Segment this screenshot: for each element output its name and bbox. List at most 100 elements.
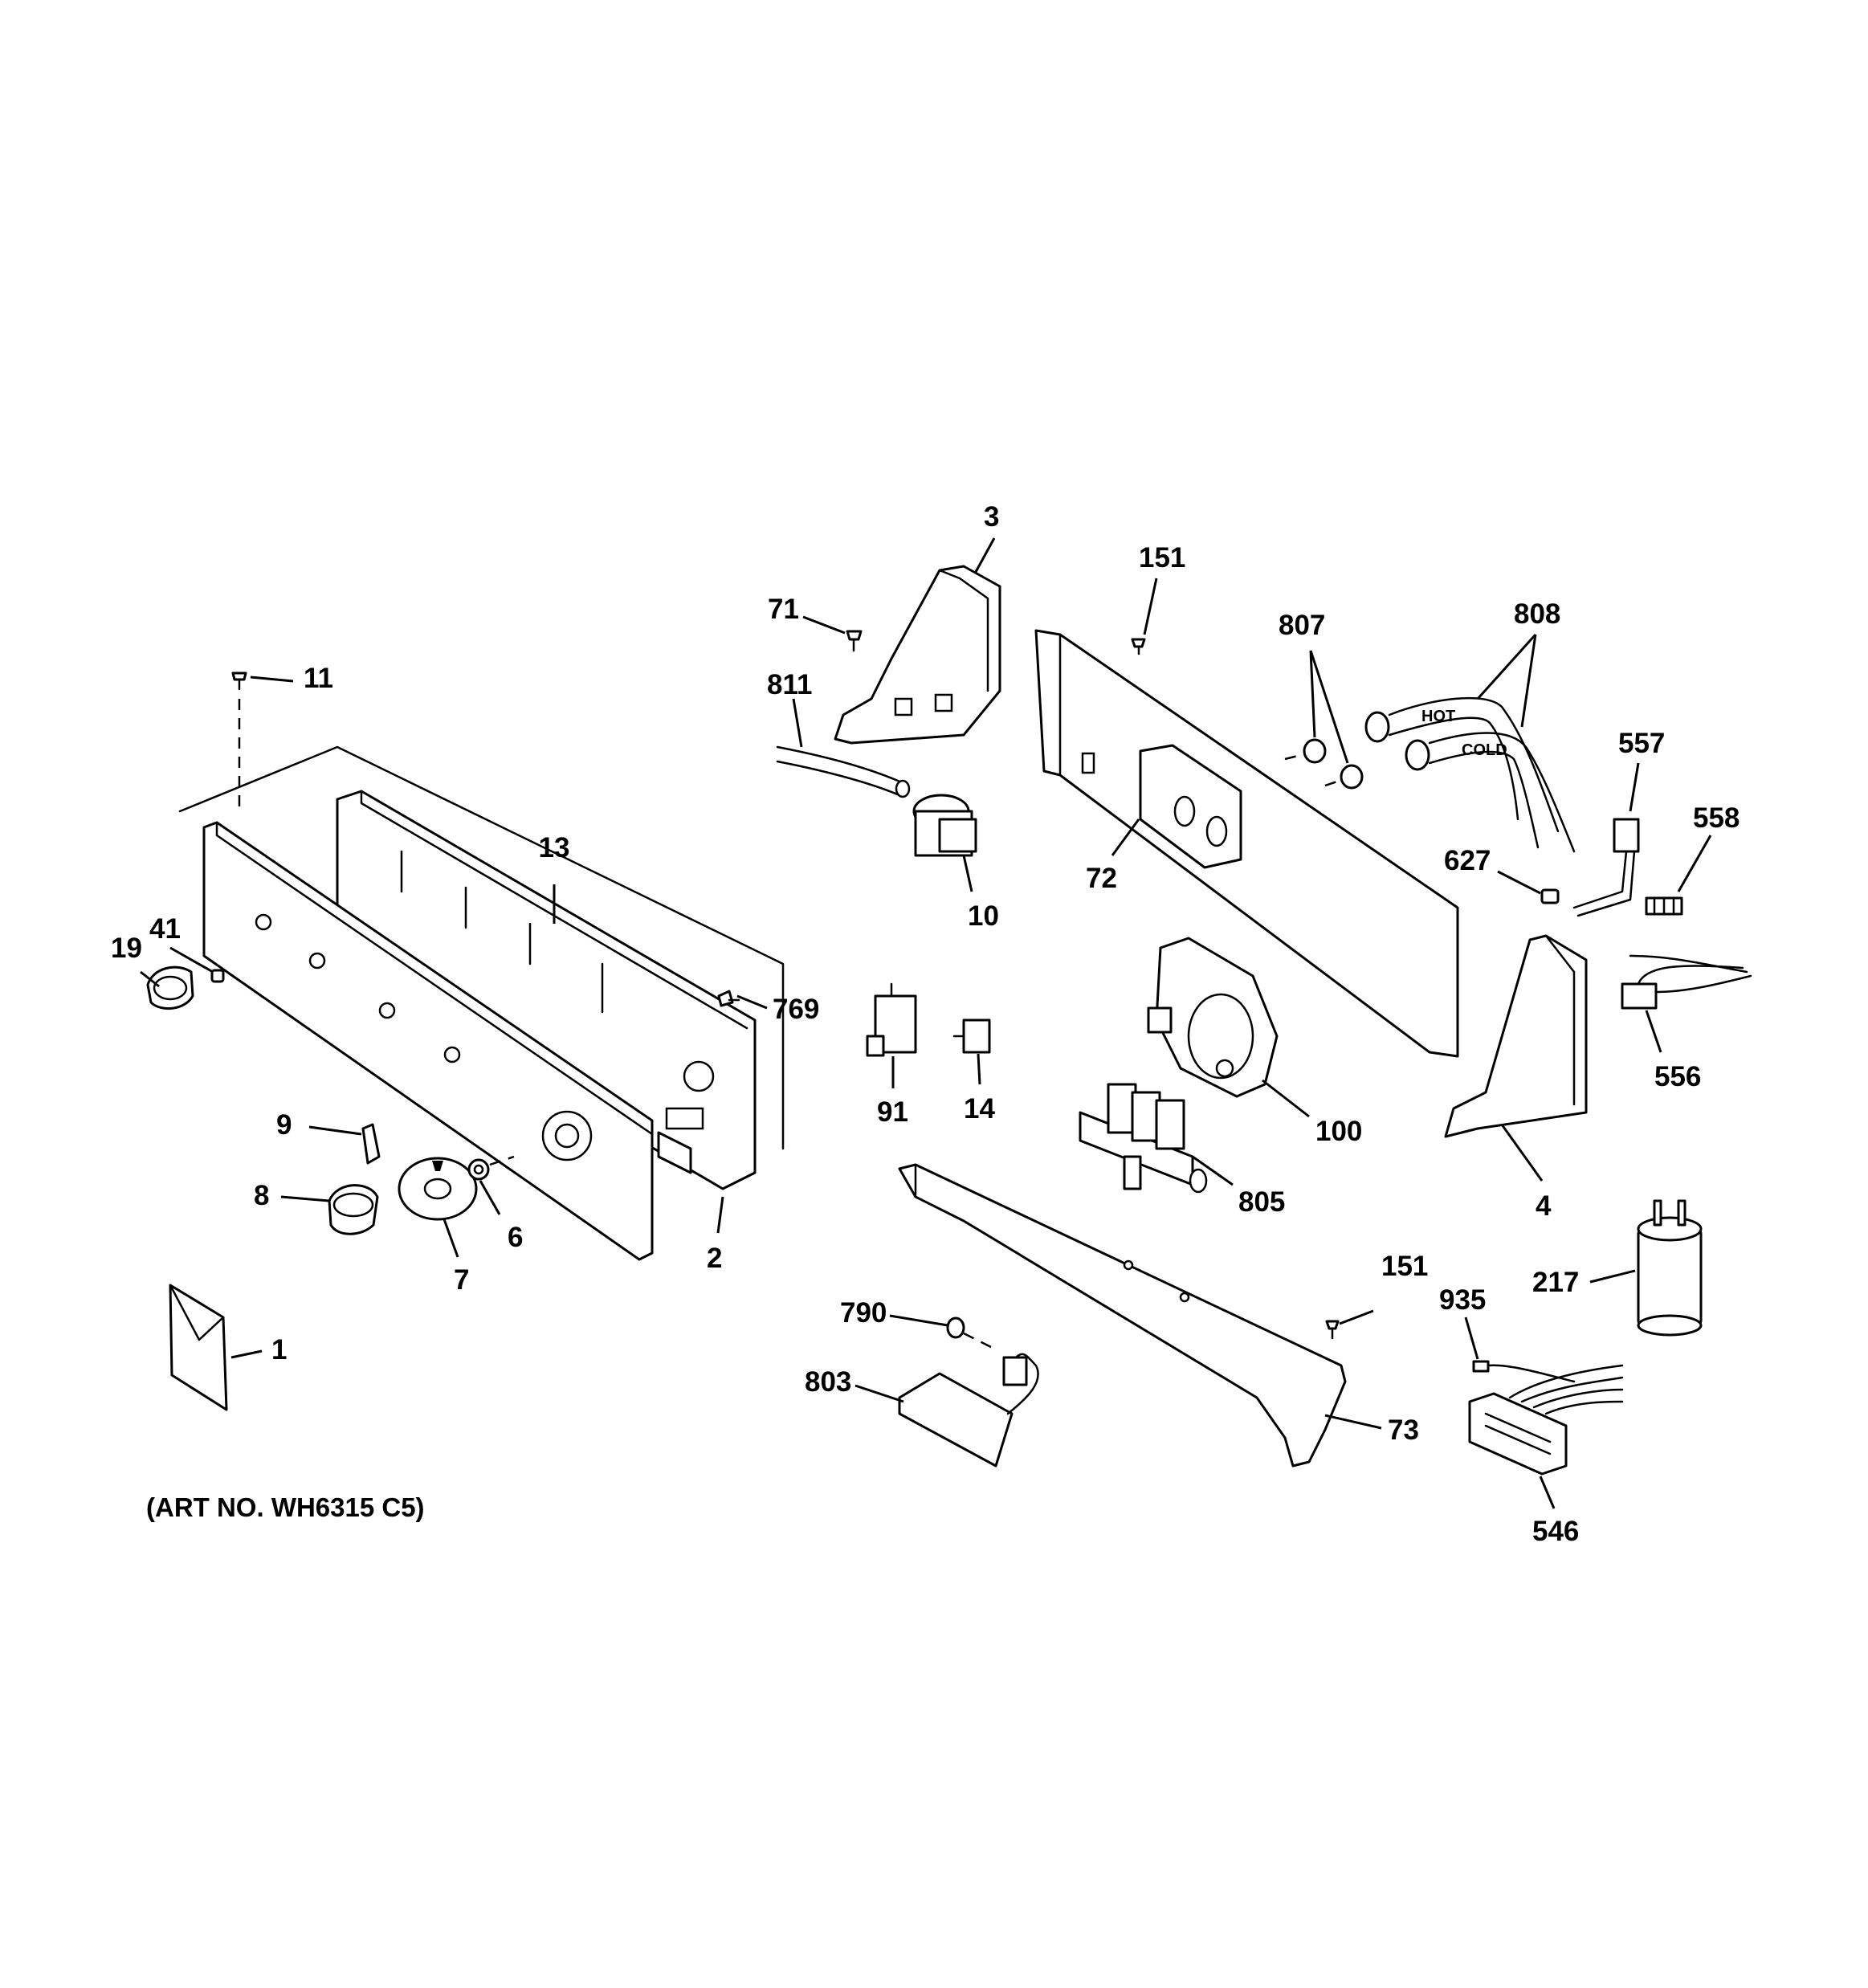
svg-text:769: 769 xyxy=(773,994,819,1025)
svg-text:9: 9 xyxy=(276,1109,292,1141)
callout-1: 1 xyxy=(230,1334,287,1365)
part-769-screw xyxy=(717,990,740,1007)
svg-text:100: 100 xyxy=(1315,1116,1362,1147)
callout-556: 556 xyxy=(1645,1010,1701,1092)
part-1-literature-envelope xyxy=(169,1284,228,1411)
part-73-lower-bracket xyxy=(898,1163,1347,1468)
callout-4: 4 xyxy=(1500,1124,1552,1222)
callout-935: 935 xyxy=(1439,1284,1486,1360)
callout-546: 546 xyxy=(1532,1476,1579,1547)
callout-151-bottom: 151 xyxy=(1339,1251,1428,1325)
callout-805: 805 xyxy=(1192,1155,1285,1218)
part-790-clamp xyxy=(946,1316,997,1351)
callout-557: 557 xyxy=(1618,728,1665,812)
svg-text:91: 91 xyxy=(877,1096,908,1128)
callout-217: 217 xyxy=(1532,1267,1636,1298)
art-number: (ART NO. WH6315 C5) xyxy=(146,1492,425,1522)
svg-text:546: 546 xyxy=(1532,1516,1579,1547)
part-557-power-cord xyxy=(1572,818,1640,917)
callout-100: 100 xyxy=(1262,1079,1362,1147)
callout-73: 73 xyxy=(1324,1414,1419,1446)
callout-2: 2 xyxy=(707,1196,724,1274)
callout-10: 10 xyxy=(962,855,999,932)
callout-558: 558 xyxy=(1677,802,1740,892)
svg-text:72: 72 xyxy=(1086,863,1117,894)
callout-627: 627 xyxy=(1444,845,1541,895)
part-546-harness-connector xyxy=(1468,1364,1624,1476)
callout-11: 11 xyxy=(250,663,333,694)
part-811-hose xyxy=(776,745,911,798)
callout-41: 41 xyxy=(149,913,214,974)
svg-text:790: 790 xyxy=(840,1297,887,1329)
part-14-lid-switch xyxy=(952,1018,991,1054)
part-72-backsplash xyxy=(1034,629,1459,1058)
svg-text:41: 41 xyxy=(149,913,181,945)
part-805-water-valve xyxy=(1079,1083,1208,1194)
svg-text:6: 6 xyxy=(508,1222,523,1253)
svg-text:3: 3 xyxy=(984,501,999,533)
part-11-screw xyxy=(231,672,247,811)
callout-808: 808 xyxy=(1476,598,1560,728)
part-100-timer xyxy=(1147,937,1279,1098)
part-2-control-bracket xyxy=(336,790,757,1190)
svg-text:2: 2 xyxy=(707,1243,722,1274)
part-13-control-panel xyxy=(202,821,654,1261)
svg-text:1: 1 xyxy=(271,1334,287,1365)
svg-text:19: 19 xyxy=(111,933,142,964)
svg-text:811: 811 xyxy=(767,669,812,700)
svg-text:73: 73 xyxy=(1388,1414,1419,1446)
svg-text:13: 13 xyxy=(539,832,570,863)
part-4-end-cap xyxy=(1444,934,1588,1138)
part-807-washer-2 xyxy=(1324,764,1364,790)
svg-text:627: 627 xyxy=(1444,845,1491,876)
callout-803: 803 xyxy=(805,1366,904,1403)
part-151-screw-bottom xyxy=(1325,1320,1340,1340)
svg-text:11: 11 xyxy=(304,663,333,694)
svg-text:558: 558 xyxy=(1693,802,1740,834)
cold-hose-label: COLD xyxy=(1462,741,1507,759)
svg-text:803: 803 xyxy=(805,1366,851,1398)
part-808-fill-hoses: HOT COLD xyxy=(1364,696,1576,853)
callout-19: 19 xyxy=(111,933,160,988)
callout-72: 72 xyxy=(1086,818,1140,894)
part-935-jumper-wire xyxy=(1472,1360,1576,1383)
part-6-bushing xyxy=(467,1155,515,1181)
svg-text:4: 4 xyxy=(1536,1190,1552,1222)
svg-text:808: 808 xyxy=(1514,598,1560,630)
callout-6: 6 xyxy=(479,1180,523,1253)
callout-3: 3 xyxy=(974,501,999,573)
part-151-screw-top xyxy=(1131,638,1146,655)
svg-text:10: 10 xyxy=(968,900,999,932)
svg-text:151: 151 xyxy=(1381,1251,1428,1282)
svg-text:14: 14 xyxy=(964,1093,995,1125)
callout-9: 9 xyxy=(276,1109,362,1141)
part-71-screw xyxy=(846,630,863,652)
callout-807: 807 xyxy=(1279,610,1349,764)
part-3-end-cap xyxy=(834,565,1001,745)
part-8-knob xyxy=(328,1184,379,1235)
part-19-knob xyxy=(146,965,194,1010)
part-9-clip xyxy=(361,1123,381,1165)
svg-text:557: 557 xyxy=(1618,728,1665,759)
callout-91: 91 xyxy=(877,1056,908,1128)
hot-hose-label: HOT xyxy=(1421,708,1455,725)
callout-71: 71 xyxy=(768,594,846,635)
callout-151-top: 151 xyxy=(1139,542,1185,635)
part-807-washer-1 xyxy=(1284,738,1327,764)
svg-text:71: 71 xyxy=(768,594,799,625)
part-558-terminal-block xyxy=(1645,896,1683,916)
callout-8: 8 xyxy=(254,1180,330,1211)
callout-769: 769 xyxy=(736,994,819,1025)
svg-text:151: 151 xyxy=(1139,542,1185,574)
svg-text:805: 805 xyxy=(1238,1186,1285,1218)
callout-7: 7 xyxy=(443,1219,469,1296)
part-627-clip xyxy=(1540,888,1560,904)
part-13-bracket-outline xyxy=(178,745,785,1150)
callout-13: 13 xyxy=(539,832,570,924)
svg-text:935: 935 xyxy=(1439,1284,1486,1316)
callout-811: 811 xyxy=(767,669,812,748)
part-10-pressure-switch xyxy=(912,794,977,857)
callout-790: 790 xyxy=(840,1297,948,1329)
svg-text:217: 217 xyxy=(1532,1267,1579,1298)
